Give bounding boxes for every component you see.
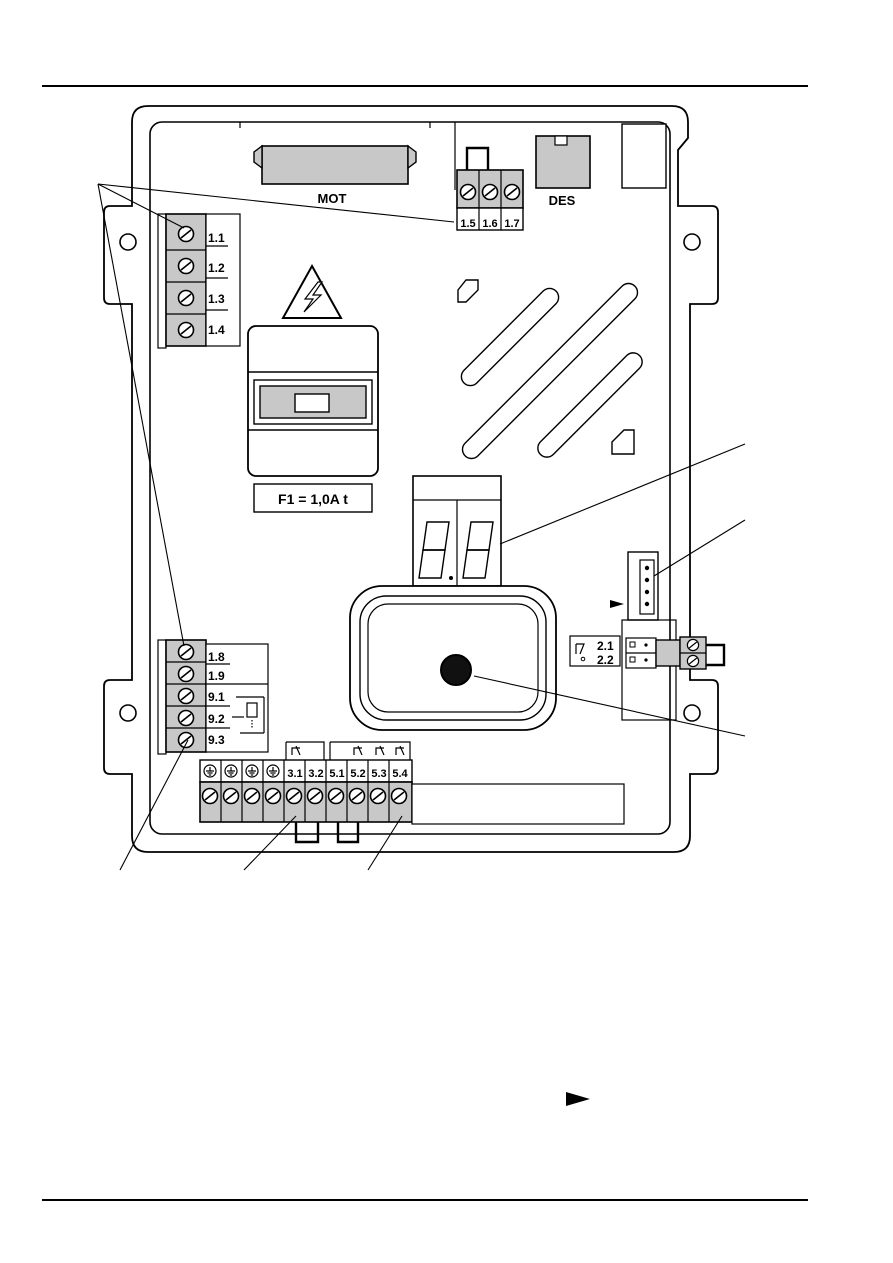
screw-terminal-icon[interactable]	[327, 787, 345, 805]
fuse-label: F1 = 1,0A t	[278, 491, 348, 507]
terminal-label: 1.8	[208, 650, 225, 664]
leader-lines	[97, 183, 746, 871]
jumper-terminal	[625, 636, 726, 670]
terminal-label: 9.2	[208, 712, 225, 726]
terminal-label: 3.2	[308, 768, 323, 780]
screw-terminal-icon[interactable]	[177, 731, 195, 749]
terminal-label: 2.2	[597, 653, 614, 667]
screw-terminal-icon[interactable]	[481, 183, 499, 201]
terminal-label: 2.1	[597, 639, 614, 653]
pointer-arrow-icon	[566, 1092, 590, 1106]
screw-terminal-icon[interactable]	[503, 183, 521, 201]
terminal-label: 5.1	[329, 768, 344, 780]
ground-icon	[203, 764, 217, 778]
screw-terminal-icon[interactable]	[177, 687, 195, 705]
screw-terminal-icon[interactable]	[177, 225, 195, 243]
push-button[interactable]	[440, 654, 472, 686]
screw-terminal-icon[interactable]	[348, 787, 366, 805]
screw-terminal-icon[interactable]	[264, 787, 282, 805]
terminal-label: 3.1	[287, 768, 302, 780]
screw-terminal-icon[interactable]	[369, 787, 387, 805]
screw-terminal-icon[interactable]	[201, 787, 219, 805]
ground-icon	[224, 764, 238, 778]
screw-terminal-icon[interactable]	[390, 787, 408, 805]
enclosure-inner	[149, 121, 671, 835]
screw-terminal-icon[interactable]	[243, 787, 261, 805]
terminal-block-left-lower	[157, 639, 269, 755]
terminal-label: 5.2	[350, 768, 365, 780]
pointer-arrow-icon	[610, 600, 624, 608]
mot-connector	[253, 144, 417, 185]
vent-slots	[457, 279, 643, 460]
terminal-label: 1.2	[208, 261, 225, 275]
mounting-hole	[683, 233, 701, 251]
terminal-block-bottom	[199, 741, 625, 844]
screw-terminal-icon[interactable]	[459, 183, 477, 201]
terminal-block-top	[456, 146, 524, 231]
mounting-hole	[683, 704, 701, 722]
relay-symbol-icon	[232, 696, 265, 734]
screw-terminal-icon[interactable]	[177, 665, 195, 683]
terminal-label: 1.7	[504, 218, 519, 230]
screw-terminal-icon[interactable]	[177, 289, 195, 307]
terminal-label: 1.5	[460, 218, 475, 230]
mounting-hole	[119, 233, 137, 251]
terminal-label: 5.4	[392, 768, 408, 780]
screw-terminal-icon[interactable]	[285, 787, 303, 805]
mot-label: MOT	[318, 191, 347, 206]
terminal-label: 1.9	[208, 669, 225, 683]
terminal-block-left-upper	[157, 213, 241, 349]
terminal-label: 9.1	[208, 690, 225, 704]
screw-terminal-icon[interactable]	[177, 257, 195, 275]
side-connector	[621, 551, 677, 721]
relay-label-box	[569, 635, 621, 667]
screw-terminal-icon[interactable]	[222, 787, 240, 805]
seven-segment-display	[412, 475, 502, 587]
mounting-hole	[119, 704, 137, 722]
screw-terminal-icon[interactable]	[306, 787, 324, 805]
terminal-label: 5.3	[371, 768, 386, 780]
ground-icon	[266, 764, 280, 778]
des-connector	[535, 135, 591, 189]
fuse-holder	[247, 325, 379, 477]
screw-terminal-icon[interactable]	[177, 709, 195, 727]
terminal-label: 1.3	[208, 292, 225, 306]
ground-icon	[245, 764, 259, 778]
terminal-label: 1.6	[482, 218, 497, 230]
relay-contact-icon	[575, 643, 585, 655]
corner-block	[621, 123, 667, 189]
des-label: DES	[549, 193, 576, 208]
terminal-label: 9.3	[208, 733, 225, 747]
terminal-label: 1.4	[208, 323, 225, 337]
fuse-label-box	[253, 483, 373, 513]
screw-terminal-icon[interactable]	[177, 643, 195, 661]
screw-terminal-icon[interactable]	[177, 321, 195, 339]
high-voltage-warning-icon	[281, 263, 343, 319]
terminal-label: 1.1	[208, 231, 225, 245]
